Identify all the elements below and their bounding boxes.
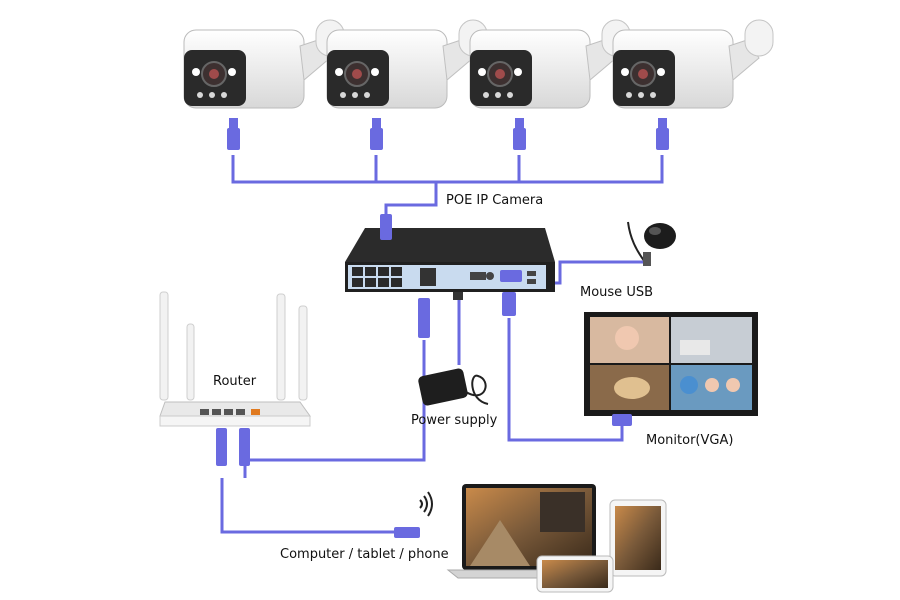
- nvr-to-mouse-cable: [545, 260, 648, 285]
- wifi-icon: [419, 491, 433, 517]
- camera-3: [469, 19, 631, 150]
- mouse-usb-label: Mouse USB: [580, 285, 653, 300]
- router: [159, 291, 311, 466]
- camera-cables: [231, 155, 664, 228]
- camera-1: [183, 19, 345, 150]
- phone: [536, 555, 614, 593]
- router-label: Router: [213, 374, 257, 389]
- tablet: [609, 499, 667, 577]
- power-supply: [418, 368, 489, 406]
- mouse: [627, 221, 676, 266]
- vga-cable: [507, 318, 624, 442]
- router-to-devices-cable: [220, 478, 395, 534]
- camera-2: [326, 19, 488, 150]
- monitor: [584, 312, 758, 426]
- monitor-label: Monitor(VGA): [646, 433, 733, 448]
- poe-camera-label: POE IP Camera: [446, 193, 543, 208]
- device-ethernet-plug: [394, 527, 420, 538]
- power-supply-label: Power supply: [411, 413, 498, 428]
- nvr-recorder: [345, 214, 555, 338]
- devices-label: Computer / tablet / phone: [280, 547, 449, 562]
- camera-4: [612, 19, 774, 150]
- laptop: [446, 484, 612, 579]
- poe-ports: [352, 267, 402, 287]
